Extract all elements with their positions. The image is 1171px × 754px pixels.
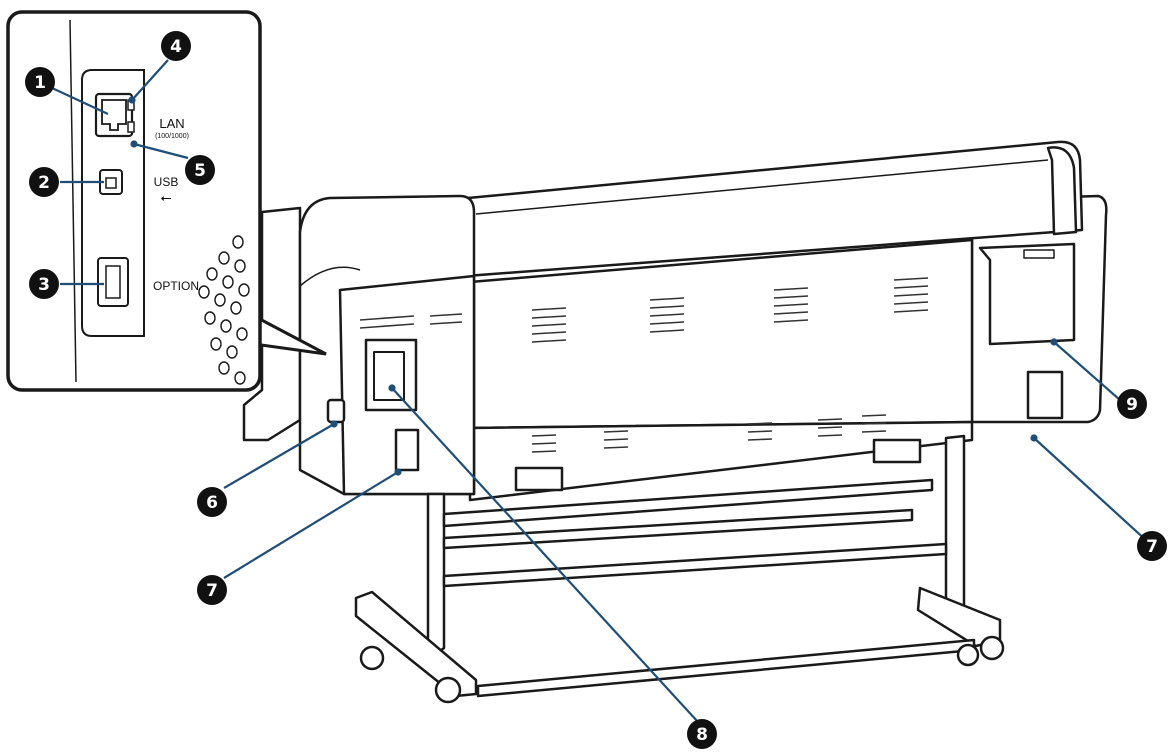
maintenance-box-latch — [1023, 249, 1055, 259]
vent-group-3 — [773, 287, 809, 323]
leader-1 — [51, 87, 109, 115]
stand-right-leg — [944, 434, 966, 618]
usb-label: USB — [154, 175, 179, 189]
svg-text:7: 7 — [206, 581, 218, 601]
lan-port — [94, 92, 135, 138]
svg-text:1: 1 — [34, 73, 46, 93]
leader-dot-7a — [394, 468, 402, 476]
svg-text:4: 4 — [170, 37, 182, 57]
vent-group-1 — [531, 307, 567, 343]
leader-8 — [391, 387, 699, 723]
callout-1: 1 — [25, 67, 55, 97]
maintenance-box-lower — [1026, 370, 1064, 420]
lan-label: LAN — [159, 116, 184, 131]
roll-holder-bar-1 — [442, 478, 934, 528]
left-end-top — [299, 266, 361, 287]
stand-left-leg — [426, 492, 446, 662]
svg-text:8: 8 — [696, 725, 708, 745]
callout-3: 3 — [29, 269, 59, 299]
leader-dot-6 — [330, 420, 338, 428]
lan-speed-label: (100/1000) — [155, 133, 189, 140]
svg-text:7: 7 — [1146, 537, 1158, 557]
leader-6 — [223, 423, 335, 489]
leader-9 — [1053, 341, 1121, 401]
svg-text:2: 2 — [38, 173, 50, 193]
option-label: OPTION — [153, 279, 199, 293]
svg-text:6: 6 — [206, 493, 218, 513]
port-plate — [81, 69, 145, 337]
svg-text:3: 3 — [38, 275, 50, 295]
caster-left-back — [359, 645, 385, 671]
ac-inlet-graphic — [326, 398, 346, 424]
roll-holder-clip-left — [514, 466, 564, 492]
stand-crossbar-low — [476, 638, 976, 698]
callout-8: 8 — [687, 719, 717, 749]
callout-2: 2 — [29, 167, 59, 197]
caster-left-front — [434, 676, 462, 704]
leader-dot-9 — [1050, 338, 1058, 346]
printer-illustration — [242, 140, 1108, 704]
rear-vents — [359, 277, 929, 453]
svg-text:5: 5 — [194, 161, 206, 181]
vent-group-2 — [649, 297, 685, 333]
port-panel-inset: LAN (100/1000) USB ⭠ OPTION — [6, 10, 327, 392]
roll-holder-clip-right — [872, 438, 922, 464]
leader-lines — [51, 59, 1149, 723]
caster-right-front — [979, 635, 1005, 661]
roll-holder-bar-2 — [442, 508, 914, 550]
callout-6: 6 — [197, 487, 227, 517]
inset-edge-line — [69, 19, 77, 383]
leader-4 — [131, 59, 169, 101]
callout-7a: 7 — [197, 575, 227, 605]
option-port — [97, 257, 129, 307]
vent-group-lower — [359, 313, 887, 453]
leader-5 — [133, 142, 189, 160]
stand-left-base — [354, 590, 478, 698]
leader-7a — [223, 471, 399, 579]
svg-text:9: 9 — [1126, 395, 1138, 415]
callout-markers: 1 2 3 4 5 6 7 8 — [25, 31, 1167, 749]
vent-group-4 — [893, 277, 929, 313]
leader-dot-8 — [388, 384, 396, 392]
usb-symbol-icon: ⭠ — [160, 189, 171, 205]
inset-vent-holes — [198, 235, 250, 385]
ink-slot — [373, 351, 405, 401]
leader-dot-4 — [128, 96, 136, 104]
roll-cover-edge — [475, 159, 1049, 215]
stand-crossbar-mid — [442, 542, 948, 588]
leader-dot-5 — [130, 140, 138, 148]
leader-7b — [1033, 437, 1149, 543]
maintenance-box-cover — [978, 242, 1076, 346]
roll-cover-end-right — [1046, 146, 1078, 236]
callout-4: 4 — [161, 31, 191, 61]
callout-5: 5 — [185, 155, 215, 185]
callout-9: 9 — [1117, 389, 1147, 419]
callout-7b: 7 — [1137, 531, 1167, 561]
roll-cover — [464, 140, 1084, 278]
caster-right-back — [956, 643, 980, 667]
left-vent-graphic — [394, 428, 420, 472]
leader-dot-7b — [1030, 434, 1038, 442]
